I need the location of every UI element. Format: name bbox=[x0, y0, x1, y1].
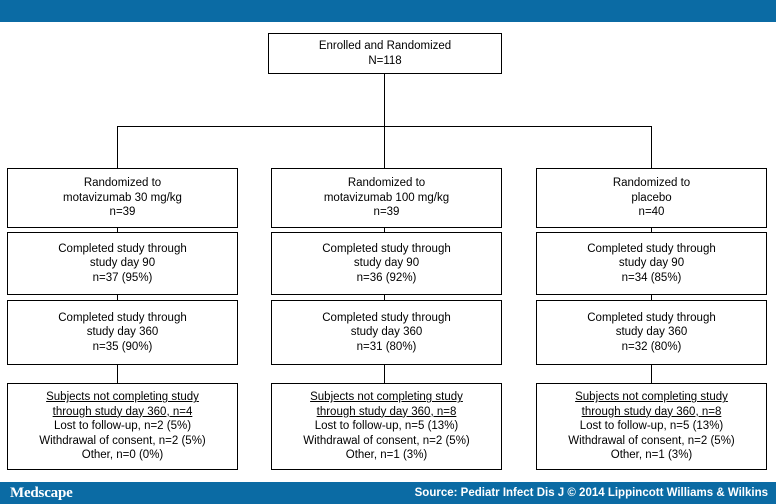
box-day90-col3: Completed study through study day 90 n=3… bbox=[536, 232, 767, 295]
box-randomized-col3: Randomized to placebo n=40 bbox=[536, 168, 767, 228]
box-line: Enrolled and Randomized bbox=[318, 40, 452, 52]
connector-col3-r1-r2 bbox=[651, 228, 652, 232]
box-line-heading: through study day 360, n=8 bbox=[316, 405, 457, 418]
box-day90-col1: Completed study through study day 90 n=3… bbox=[7, 232, 238, 295]
box-line: Lost to follow-up, n=5 (13%) bbox=[314, 420, 459, 433]
box-line: Completed study through bbox=[322, 242, 451, 255]
box-line: Withdrawal of consent, n=2 (5%) bbox=[568, 434, 735, 447]
box-randomized-col2: Randomized to motavizumab 100 mg/kg n=39 bbox=[271, 168, 502, 228]
box-line: study day 90 bbox=[618, 257, 685, 270]
box-line: Withdrawal of consent, n=2 (5%) bbox=[303, 434, 470, 447]
box-line: Other, n=1 (3%) bbox=[345, 449, 428, 462]
box-line: Randomized to bbox=[83, 177, 162, 190]
box-dropouts-col2: Subjects not completing study through st… bbox=[271, 383, 502, 470]
box-dropouts-col3: Subjects not completing study through st… bbox=[536, 383, 767, 470]
footer-blue-bar: Medscape Source: Pediatr Infect Dis J © … bbox=[0, 482, 776, 504]
box-line: motavizumab 100 mg/kg bbox=[323, 191, 450, 204]
box-line: study day 360 bbox=[615, 326, 688, 339]
box-dropouts-col1: Subjects not completing study through st… bbox=[7, 383, 238, 470]
box-line: placebo bbox=[631, 191, 672, 204]
box-line: motavizumab 30 mg/kg bbox=[63, 191, 182, 204]
flowchart-canvas: Enrolled and Randomized N=118 Randomized… bbox=[0, 22, 776, 482]
box-line: Lost to follow-up, n=2 (5%) bbox=[53, 420, 192, 433]
connector-col1-r1-r2 bbox=[117, 228, 118, 232]
box-line: Randomized to bbox=[612, 177, 691, 190]
connector-col2-r3-r4 bbox=[384, 365, 385, 383]
box-day360-col3: Completed study through study day 360 n=… bbox=[536, 300, 767, 365]
connector-col3-r3-r4 bbox=[651, 365, 652, 383]
box-line: n=37 (95%) bbox=[92, 271, 153, 284]
box-line: Completed study through bbox=[58, 242, 187, 255]
connector-col2-r2-r3 bbox=[384, 295, 385, 300]
connector-root-trunk bbox=[384, 74, 385, 126]
box-line-heading: Subjects not completing study bbox=[46, 391, 199, 404]
box-line: Completed study through bbox=[58, 311, 187, 324]
box-line-heading: Subjects not completing study bbox=[310, 391, 463, 404]
box-line: study day 360 bbox=[86, 326, 159, 339]
box-line: n=35 (90%) bbox=[92, 340, 153, 353]
box-line: Completed study through bbox=[587, 242, 716, 255]
connector-col2-r1-r2 bbox=[384, 228, 385, 232]
box-line: Lost to follow-up, n=5 (13%) bbox=[579, 420, 724, 433]
box-enrolled-randomized: Enrolled and Randomized N=118 bbox=[268, 33, 502, 74]
box-line: study day 360 bbox=[350, 326, 423, 339]
box-line: n=34 (85%) bbox=[621, 271, 682, 284]
box-line: n=40 bbox=[638, 206, 665, 219]
box-line: n=36 (92%) bbox=[356, 271, 417, 284]
box-line: Other, n=0 (0%) bbox=[81, 449, 164, 462]
box-line: N=118 bbox=[368, 54, 402, 67]
box-randomized-col1: Randomized to motavizumab 30 mg/kg n=39 bbox=[7, 168, 238, 228]
box-line-heading: through study day 360, n=4 bbox=[52, 405, 193, 418]
connector-col1-r3-r4 bbox=[117, 365, 118, 383]
box-line: n=32 (80%) bbox=[621, 340, 682, 353]
medscape-logo[interactable]: Medscape bbox=[10, 485, 73, 501]
box-line: study day 90 bbox=[353, 257, 420, 270]
box-day360-col2: Completed study through study day 360 n=… bbox=[271, 300, 502, 365]
box-line-heading: through study day 360, n=8 bbox=[581, 405, 722, 418]
connector-drop-col2 bbox=[384, 126, 385, 168]
box-line: Completed study through bbox=[322, 311, 451, 324]
box-day90-col2: Completed study through study day 90 n=3… bbox=[271, 232, 502, 295]
box-line: Completed study through bbox=[587, 311, 716, 324]
box-line: Randomized to bbox=[347, 177, 426, 190]
box-line: n=39 bbox=[373, 206, 400, 219]
box-line: n=31 (80%) bbox=[356, 340, 417, 353]
box-day360-col1: Completed study through study day 360 n=… bbox=[7, 300, 238, 365]
box-line: n=39 bbox=[109, 206, 136, 219]
box-line: Other, n=1 (3%) bbox=[610, 449, 693, 462]
top-blue-bar bbox=[0, 0, 776, 22]
box-line: study day 90 bbox=[89, 257, 156, 270]
connector-drop-col1 bbox=[117, 126, 118, 168]
box-line: Withdrawal of consent, n=2 (5%) bbox=[39, 434, 206, 447]
box-line-heading: Subjects not completing study bbox=[575, 391, 728, 404]
connector-drop-col3 bbox=[651, 126, 652, 168]
source-attribution: Source: Pediatr Infect Dis J © 2014 Lipp… bbox=[414, 487, 768, 499]
connector-col3-r2-r3 bbox=[651, 295, 652, 300]
connector-col1-r2-r3 bbox=[117, 295, 118, 300]
